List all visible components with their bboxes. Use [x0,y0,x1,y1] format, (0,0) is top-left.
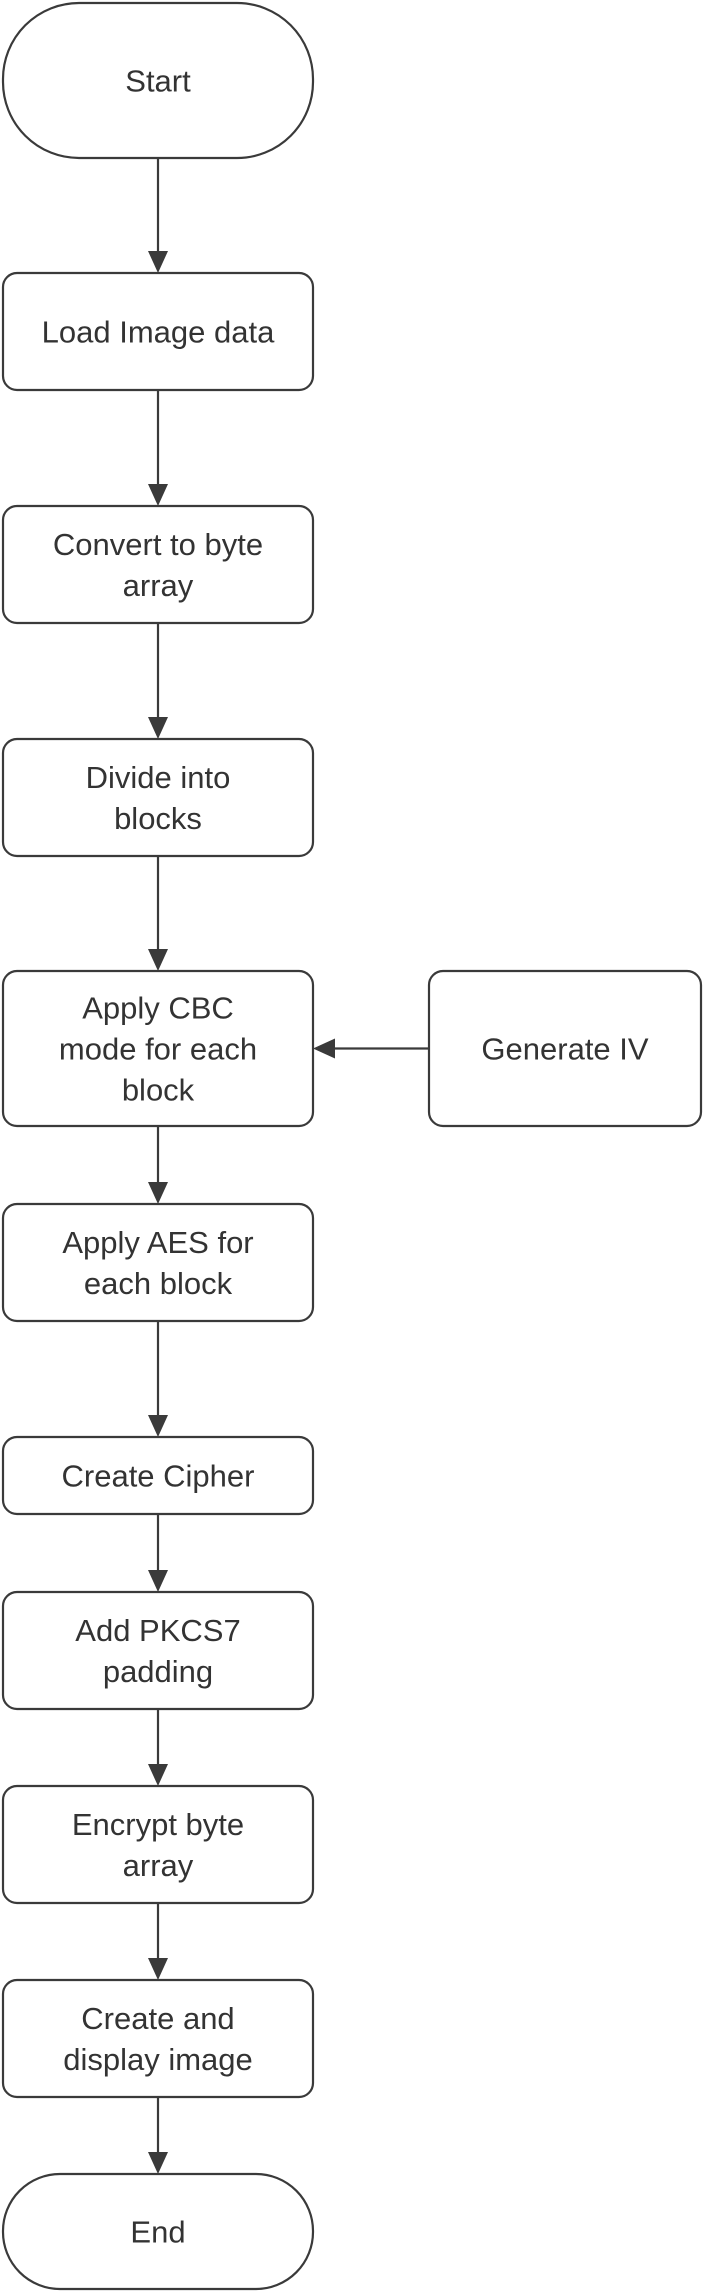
process-box [1,1435,315,1516]
node-start: Start [1,1,315,160]
process-box [1,504,315,625]
node-load: Load Image data [1,271,315,392]
arrowhead [313,1038,335,1059]
arrowhead [148,1764,168,1786]
arrowhead [148,1958,168,1980]
edge-aes-to-cipher [148,1321,168,1437]
edge-cbc-to-aes [148,1126,168,1204]
node-label: Start [125,64,191,99]
process-box [1,271,315,392]
node-label: Create Cipher [62,1459,255,1494]
node-label: End [130,2215,185,2250]
node-end: End [1,2172,315,2291]
arrowhead [148,484,168,506]
arrowhead [148,717,168,739]
arrowhead [148,1415,168,1437]
process-box [1,1784,315,1905]
node-label: Generate IV [481,1032,648,1067]
node-iv: Generate IV [427,969,703,1128]
process-box [1,1978,315,2099]
edge-display-to-end [148,2097,168,2174]
arrowhead [148,1182,168,1204]
process-box [427,969,703,1128]
node-cipher: Create Cipher [1,1435,315,1516]
edges-layer [148,158,429,2174]
arrowhead [148,251,168,273]
edge-padding-to-encrypt [148,1709,168,1786]
edge-start-to-load [148,158,168,273]
arrowhead [148,2152,168,2174]
edge-cipher-to-padding [148,1514,168,1592]
edge-divide-to-cbc [148,856,168,971]
process-box [1,969,315,1128]
edge-load-to-convert [148,390,168,506]
process-box [1,737,315,858]
process-box [1,1590,315,1711]
arrowhead [148,1570,168,1592]
process-box [1,1202,315,1323]
edge-convert-to-divide [148,623,168,739]
terminal-shape [1,1,315,160]
node-label: Load Image data [42,315,275,350]
terminal-shape [1,2172,315,2291]
edge-encrypt-to-display [148,1903,168,1980]
edge-iv-to-cbc [313,1038,429,1059]
arrowhead [148,949,168,971]
